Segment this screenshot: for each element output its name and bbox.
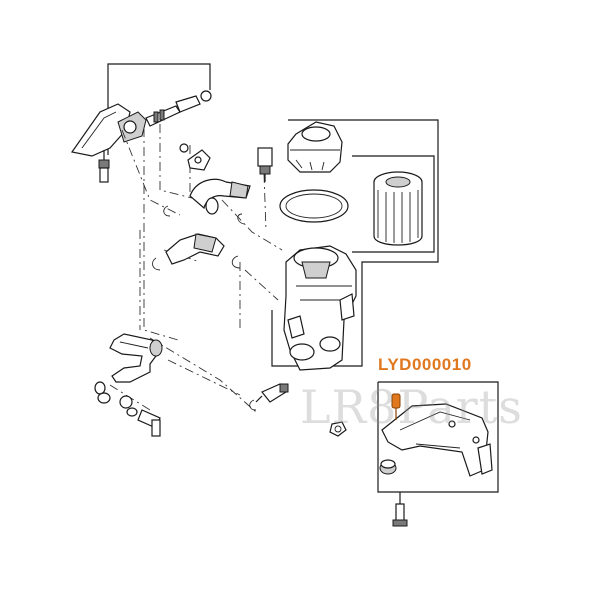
highlighted-part-lyd000010[interactable] bbox=[391, 393, 401, 409]
upper-left-bracket-assembly bbox=[70, 63, 212, 183]
oil-cooler-pipe-assembly bbox=[94, 333, 347, 437]
clip-and-bracket-parts bbox=[152, 143, 251, 271]
filter-housing-frame bbox=[257, 119, 439, 367]
mounting-bracket-assembly bbox=[377, 381, 499, 527]
assembly-center-lines bbox=[109, 124, 283, 413]
oil-filter-housing bbox=[283, 245, 357, 371]
part-number-label[interactable]: LYD000010 bbox=[378, 355, 472, 374]
